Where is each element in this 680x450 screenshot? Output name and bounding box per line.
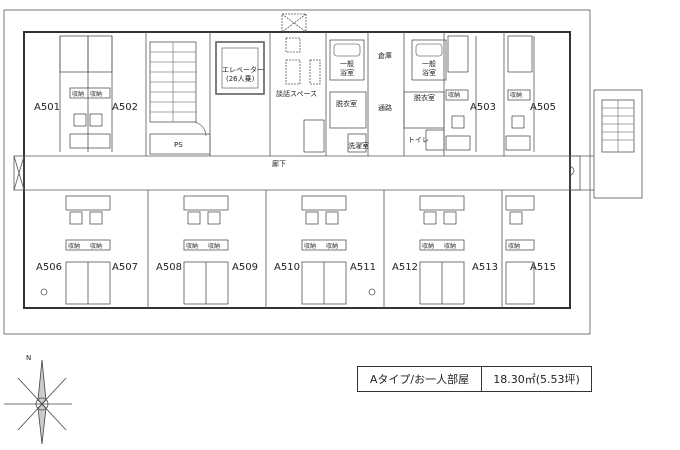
room-a507: A507: [112, 262, 138, 273]
room-a502: A502: [112, 102, 138, 113]
closet-label: 収納: [422, 242, 434, 250]
north-room-units: [59, 35, 535, 152]
legend-box: Aタイプ/お一人部屋 18.30㎡(5.53坪): [357, 366, 592, 392]
dressing-right-label: 脱衣室: [414, 93, 435, 102]
storage-label: 倉庫: [378, 51, 392, 60]
east-door: [569, 155, 581, 191]
west-door: [13, 155, 25, 191]
bath-left-label-2: 浴室: [340, 68, 354, 77]
legend-type: Aタイプ/お一人部屋: [358, 367, 482, 391]
room-a505: A505: [530, 102, 556, 113]
room-a506: A506: [36, 262, 62, 273]
compass-north-label: N: [26, 354, 31, 362]
closet-label: 収納: [326, 242, 338, 250]
elevator-label: エレベーター: [222, 65, 264, 74]
ps-label: PS: [174, 141, 183, 149]
chat-space-label: 談話スペース: [276, 89, 317, 98]
passage-label: 通路: [378, 103, 392, 112]
site-boundary: [3, 9, 591, 335]
bath-left: [329, 39, 365, 81]
closet-label: 収納: [448, 91, 460, 99]
stair-east: [593, 89, 643, 199]
closet-label: 収納: [90, 90, 102, 98]
closet-label: 収納: [90, 242, 102, 250]
elevator-capacity-label: (26人乗): [226, 74, 255, 83]
room-a512: A512: [392, 262, 418, 273]
elevator-shaft: [215, 41, 265, 95]
bath-right: [411, 39, 447, 81]
bath-right-label-2: 浴室: [422, 68, 436, 77]
legend-area: 18.30㎡(5.53坪): [493, 373, 580, 386]
closet-label: 収納: [510, 91, 522, 99]
closet-label: 収納: [208, 242, 220, 250]
compass-rose: [4, 359, 72, 445]
closet-label: 収納: [444, 242, 456, 250]
closet-label: 収納: [508, 242, 520, 250]
closet-label: 収納: [186, 242, 198, 250]
toilet-label: トイレ: [408, 136, 429, 144]
room-a508: A508: [156, 262, 182, 273]
closet-label: 収納: [68, 242, 80, 250]
corridor-label: 廊下: [272, 159, 286, 168]
laundry-label: 洗濯室: [348, 141, 369, 150]
room-a503: A503: [470, 102, 496, 113]
closet-label: 収納: [304, 242, 316, 250]
room-a515: A515: [530, 262, 556, 273]
room-a513: A513: [472, 262, 498, 273]
room-a509: A509: [232, 262, 258, 273]
room-a510: A510: [274, 262, 300, 273]
bath-right-label-1: 一般: [422, 59, 436, 68]
south-room-units: [40, 195, 535, 305]
dressing-left-label: 脱衣室: [336, 99, 357, 108]
closet-label: 収納: [72, 90, 84, 98]
bath-left-label-1: 一般: [340, 59, 354, 68]
ps-shaft: [149, 133, 211, 155]
room-a511: A511: [350, 262, 376, 273]
room-a501: A501: [34, 102, 60, 113]
